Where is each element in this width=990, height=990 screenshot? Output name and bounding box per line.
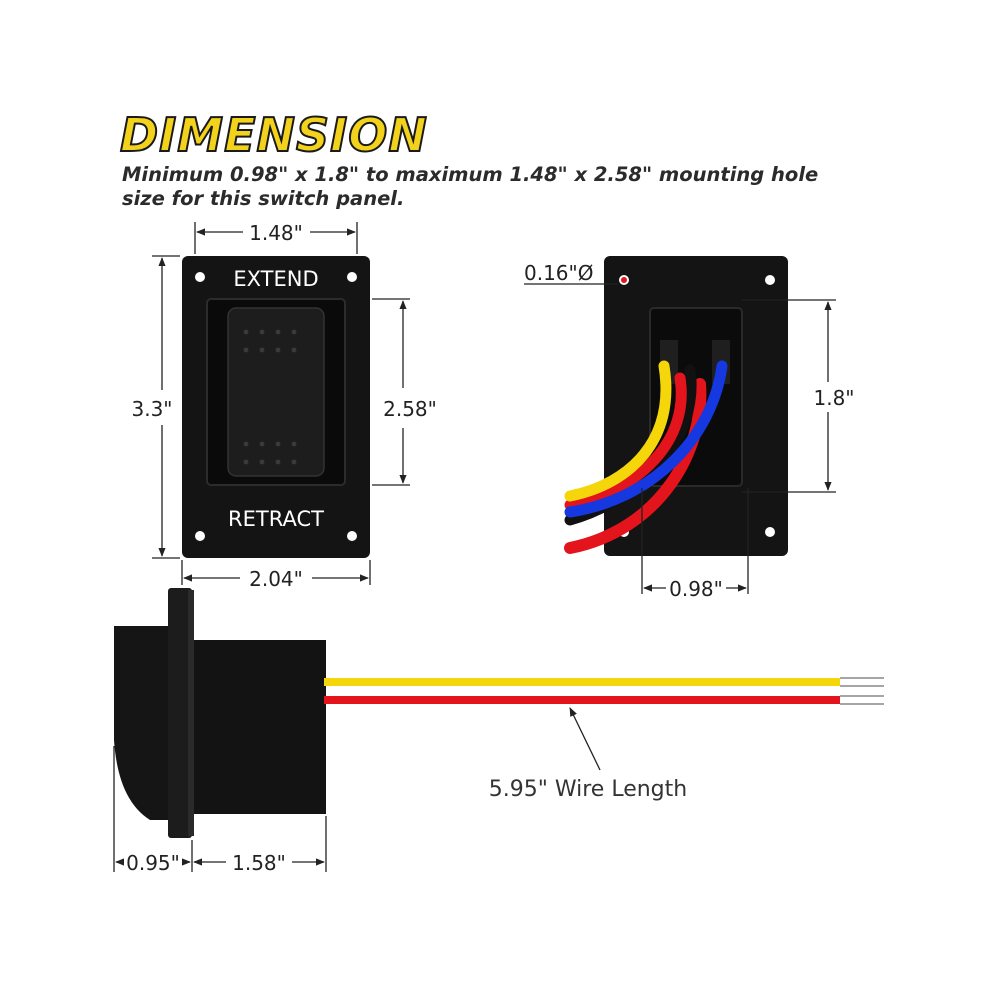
dim-back-min-width [641,488,749,594]
wire-length-label: 5.95" Wire Length [489,777,687,802]
back-hole-highlight [621,277,627,283]
dim-front-inner-width-label: 1.48" [249,221,303,245]
front-view: EXTEND RETRACT 1.48" 3.3" 2.58" [131,221,436,591]
back-view: 0.16"Ø 1.8" 0.98" [524,256,855,601]
dim-front-outer-width [181,560,371,585]
rocker-dots-top [243,329,297,353]
side-front-cap [114,626,168,820]
back-wire-yellow [564,360,672,502]
dim-side-flange-depth [113,746,193,872]
front-mount-hole-bl [195,531,205,541]
dim-front-inner-width [194,222,358,254]
dim-front-inner-height [372,298,410,486]
front-mount-hole-tl [195,272,205,282]
dim-back-hole-label: 0.16"Ø [524,261,593,285]
dim-front-outer-height-label: 3.3" [131,397,172,421]
rocker-dots-bottom [243,441,297,465]
rocker-switch [227,307,325,477]
dim-side-body-depth-label: 1.58" [232,851,286,875]
back-wire-red-lower [564,378,707,554]
dim-back-min-height-label: 1.8" [813,386,854,410]
page-subtitle: Minimum 0.98" x 1.8" to maximum 1.48" x … [122,163,819,210]
back-wire-blue [564,360,728,518]
dim-side-flange-depth-label: 0.95" [126,851,180,875]
dim-front-outer-height [152,255,180,559]
front-mount-hole-tr [347,272,357,282]
dim-back-min-width-label: 0.98" [669,577,723,601]
back-mount-hole-br [765,527,775,537]
side-flange [168,588,192,838]
back-mount-hole-tr [765,275,775,285]
side-wire-tips [840,677,884,705]
wire-length-leader [569,707,601,771]
dim-front-inner-height-label: 2.58" [383,397,437,421]
page-title: DIMENSION [119,107,428,163]
retract-label: RETRACT [228,507,324,531]
side-flange-edge [188,590,194,836]
front-mount-hole-br [347,531,357,541]
extend-label: EXTEND [233,267,318,291]
dim-side-body-depth [193,816,327,872]
back-wire-red [564,372,687,511]
side-body [194,640,326,814]
side-view: 5.95" Wire Length 0.95" 1.58" [113,588,884,875]
dim-front-outer-width-label: 2.04" [249,567,303,591]
dim-back-min-height [742,299,836,493]
